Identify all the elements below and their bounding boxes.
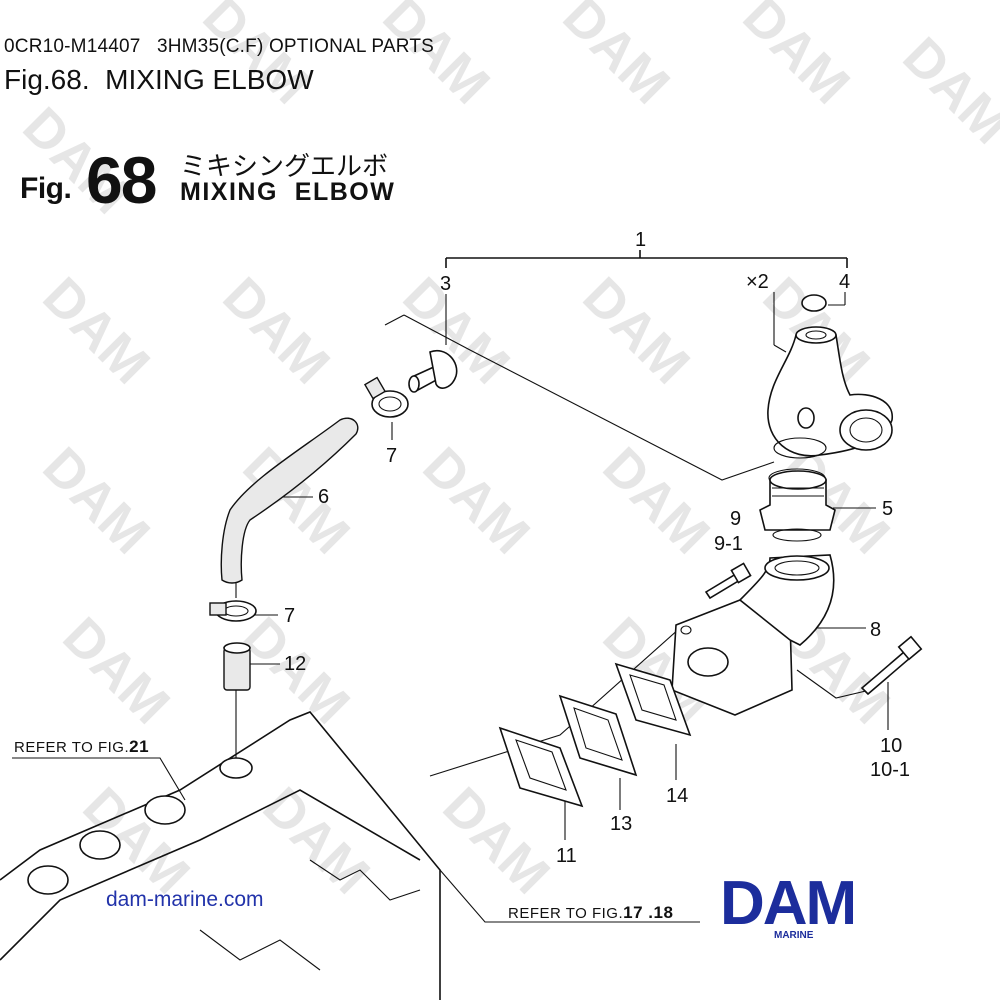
callout-10: 10 [880, 735, 902, 757]
refer-fig-17-18-number: 17 .18 [623, 903, 673, 922]
watermark-text: DAM [412, 436, 541, 565]
callout-labels: 1 ×2 3 4 5 6 7 7 8 9 9-1 10 10-1 11 12 1… [284, 229, 910, 867]
watermark-text: DAM [432, 776, 561, 905]
part-14-gasket [614, 662, 692, 737]
watermark-layer: DAM DAM DAM DAM DAM DAM DAM DAM DAM DAM … [12, 0, 1000, 905]
watermark-text: DAM [252, 776, 381, 905]
part-2-elbow [767, 326, 893, 459]
watermark-text: DAM [212, 266, 341, 395]
figure-title-english: MIXING ELBOW [180, 178, 396, 206]
refer-labels: REFER TO FIG.21 REFER TO FIG.17 .18 [14, 737, 673, 922]
callout-12: 12 [284, 653, 306, 675]
part-3-fitting [408, 349, 458, 393]
callout-13: 13 [610, 813, 632, 835]
callout-9: 9 [730, 508, 741, 530]
part-4-cap [801, 294, 827, 312]
refer-fig-17-18-prefix: REFER TO FIG. [508, 905, 623, 922]
callout-7-upper: 7 [386, 445, 397, 467]
figure-label: Fig. 68 ミキシングエルボ MIXING ELBOW [20, 140, 440, 220]
callout-9-1: 9-1 [714, 533, 743, 555]
callout-14: 14 [666, 785, 688, 807]
engine-block-outline [0, 711, 441, 1000]
watermark-text: DAM [552, 0, 681, 115]
part-10-bolt [860, 635, 923, 696]
logo-subtext: MARINE [774, 930, 814, 941]
callout-4: 4 [839, 271, 850, 293]
document-code-header: 0CR10-M14407 3HM35(C.F) OPTIONAL PARTS [4, 36, 434, 57]
figure-title-japanese: ミキシングエルボ [180, 151, 389, 181]
figure-title-header: Fig.68. MIXING ELBOW [4, 64, 314, 95]
part-7-clamp-upper [363, 376, 409, 418]
leader-lines [12, 292, 889, 923]
logo-text: DAM [720, 872, 855, 938]
callout-5: 5 [882, 498, 893, 520]
callout-10-1: 10-1 [870, 759, 910, 781]
callout-11: 11 [556, 845, 577, 867]
part-11-gasket [498, 726, 584, 808]
part-7-clamp-lower [209, 600, 257, 622]
watermark-text: DAM [52, 606, 181, 735]
part-9-bolt [704, 562, 752, 600]
refer-fig-21-prefix: REFER TO FIG. [14, 739, 129, 756]
dam-marine-logo: DAM MARINE [720, 872, 857, 941]
watermark-text: DAM [732, 0, 861, 115]
callout-7-lower: 7 [284, 605, 295, 627]
callout-2: ×2 [746, 271, 769, 293]
watermark-text: DAM [572, 266, 701, 395]
part-13-gasket [558, 694, 638, 777]
part-8-exhaust-flange [671, 554, 835, 716]
callout-8: 8 [870, 619, 881, 641]
part-12-nipple [223, 642, 251, 691]
callout-6: 6 [318, 486, 329, 508]
part-6-hose [220, 417, 359, 584]
fig-word: Fig. [20, 172, 72, 205]
callout-1: 1 [635, 229, 646, 251]
site-url-link[interactable]: dam-marine.com [106, 888, 264, 911]
watermark-text: DAM [592, 436, 721, 565]
fig-number: 68 [86, 143, 157, 217]
refer-fig-21: REFER TO FIG.21 [14, 737, 149, 756]
group-bracket-1 [445, 250, 848, 268]
watermark-text: DAM [892, 26, 1000, 155]
callout-3: 3 [440, 273, 451, 295]
refer-fig-21-number: 21 [129, 737, 149, 756]
refer-fig-17-18: REFER TO FIG.17 .18 [508, 903, 673, 922]
watermark-text: DAM [32, 266, 161, 395]
part-5-adaptor [759, 468, 836, 542]
watermark-text: DAM [32, 436, 161, 565]
